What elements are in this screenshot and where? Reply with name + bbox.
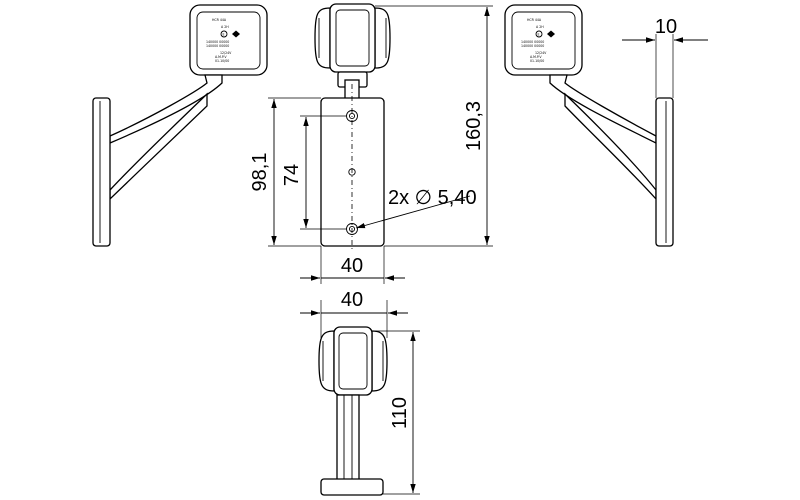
label-line-5: 140000 00000 [206,44,229,48]
front-lamp-left-lens [314,7,331,69]
dim-top-view-height: 110 [389,397,411,429]
right-brace [564,92,657,201]
label-line-6: 12/24V [220,51,232,55]
left-lamp-label: HCR 44A A 2H E 140000 00000 140000 00000… [206,18,240,63]
right-lamp-head-outer [504,4,583,76]
right-diamond-icon [547,30,555,38]
mounting-hole-middle [348,168,356,176]
right-side-view: HCR 44A A 2H E 140000 00000 140000 00000… [504,4,708,247]
left-diamond-icon [232,30,240,38]
label-line-8: 01.10/00 [215,59,229,63]
label-line-8: 01.10/00 [530,59,544,63]
top-view-lamp-body [333,326,373,396]
top-view-right-lens [371,330,388,392]
top-view-left-lens [318,330,335,392]
front-view: 160,3 98,1 74 40 2x ∅ 5,40 [249,3,493,284]
mounting-hole-bottom [346,223,358,235]
top-view-stem [336,394,360,481]
label-line-3: E [223,32,225,36]
top-view-base-plate [320,478,384,496]
dim-hole-spacing: 74 [281,164,303,186]
front-lamp-right-lens [374,7,391,69]
dim-top-view-width: 40 [341,289,363,311]
label-line-7: A.M.P.V [215,55,227,59]
label-line-1: HCR 44A [212,18,227,22]
left-brace [109,92,208,201]
label-line-4: 140000 00000 [206,40,229,44]
dim-plate-height: 98,1 [249,153,271,192]
hole-diameter-note: 2x ∅ 5,40 [388,187,477,209]
label-line-5: 140000 00000 [521,44,544,48]
label-line-3: E [538,32,540,36]
right-lamp-head-inner [511,11,576,70]
mounting-hole-top [346,110,358,122]
label-line-7: A.M.P.V [530,55,542,59]
label-line-2: A 2H [221,25,229,29]
left-lamp-head-inner [196,11,261,70]
label-line-1: HCR 44A [527,18,542,22]
left-lamp-head-outer [189,4,268,76]
left-mounting-plate [92,97,111,247]
dim-total-height: 160,3 [463,101,485,151]
front-lamp-body [329,3,376,73]
top-view: 40 110 [300,289,420,496]
right-mounting-plate [655,97,674,247]
front-mounting-plate [320,97,385,247]
left-side-view: HCR 44A A 2H E 140000 00000 140000 00000… [92,4,268,247]
dim-thickness: 10 [655,16,677,38]
label-line-2: A 2H [536,25,544,29]
dim-plate-width: 40 [341,255,363,277]
right-lamp-label: HCR 44A A 2H E 140000 00000 140000 00000… [521,18,555,63]
label-line-6: 12/24V [535,51,547,55]
label-line-4: 140000 00000 [521,40,544,44]
